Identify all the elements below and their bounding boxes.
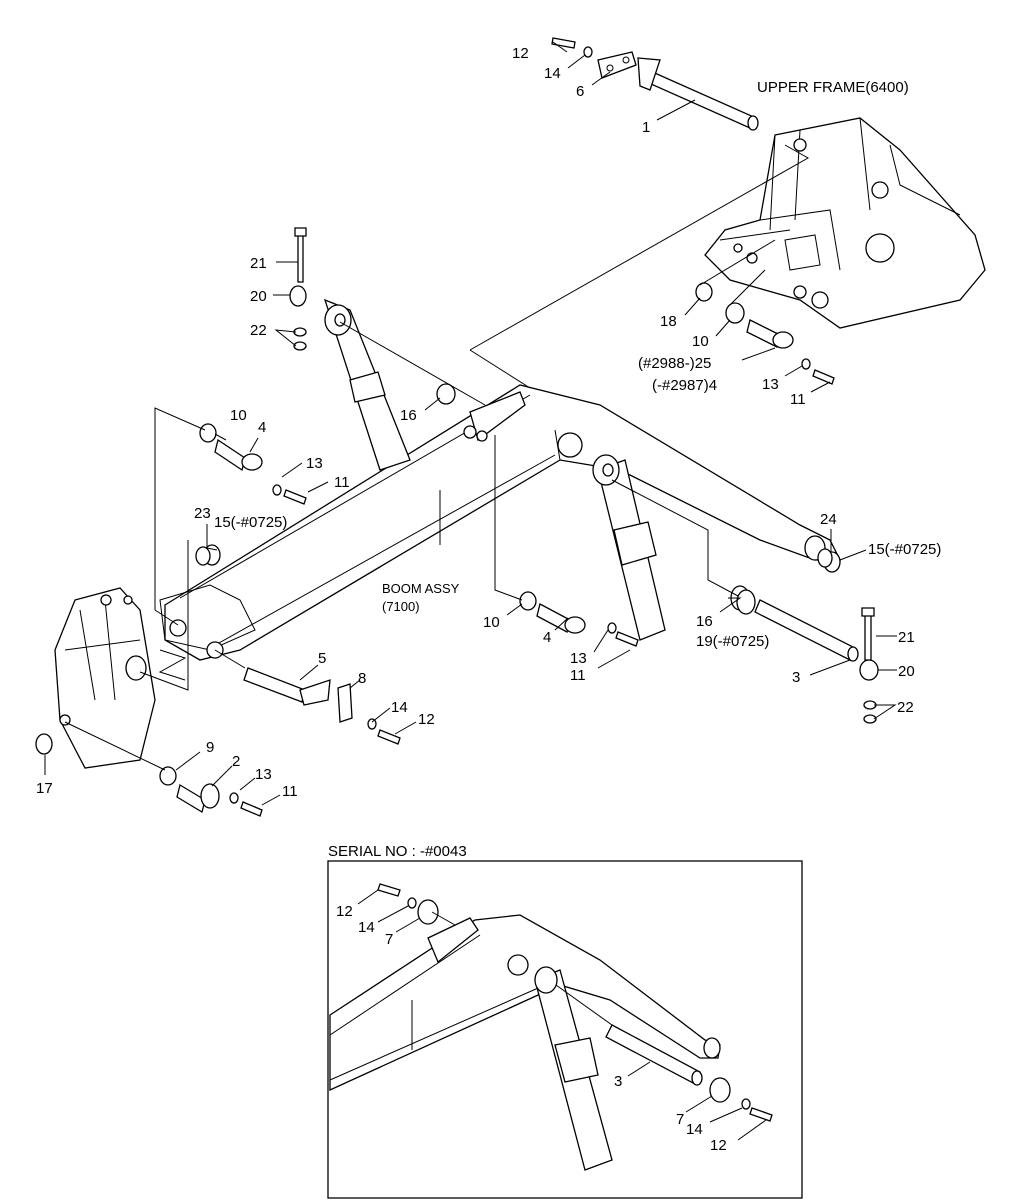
- callout-4-frame: (-#2987)4: [652, 377, 717, 394]
- boom-assy-label: BOOM ASSY: [382, 581, 460, 596]
- callout-12-lower: 12: [418, 711, 435, 728]
- pin-2: [176, 783, 206, 814]
- callout-10-frame: 10: [692, 333, 709, 350]
- inset-callout-7-bottom: 7: [676, 1111, 684, 1128]
- upper-frame: [704, 117, 986, 329]
- boom-cylinder-right: [592, 454, 666, 641]
- callout-12-top: 12: [512, 45, 529, 62]
- pin-5: [243, 667, 306, 703]
- callout-2: 2: [232, 753, 240, 770]
- inset-callout-14-bottom: 14: [686, 1121, 703, 1138]
- inset-leaders: [357, 889, 767, 1141]
- callouts-main: 12 14 6 1 21 20 22 18 10 (#2988-)25 (-#2…: [36, 45, 941, 800]
- washers: [35, 282, 879, 804]
- plate-6: [597, 51, 637, 79]
- callout-22-left: 22: [250, 322, 267, 339]
- callout-16-right: 16: [696, 613, 713, 630]
- pin-4-left: [214, 438, 246, 472]
- callout-13-frame: 13: [762, 376, 779, 393]
- pin-4-center: [536, 603, 571, 633]
- callout-14-lower: 14: [391, 699, 408, 716]
- bolts: [240, 227, 875, 817]
- callout-13-center: 13: [570, 650, 587, 667]
- boom-cylinder-left: [323, 298, 411, 471]
- callout-20-right: 20: [898, 663, 915, 680]
- boom-assy-number: (7100): [382, 599, 420, 614]
- callout-6: 6: [576, 83, 584, 100]
- callout-17: 17: [36, 780, 53, 797]
- callout-22-right: 22: [897, 699, 914, 716]
- callout-3: 3: [792, 669, 800, 686]
- callouts-inset: 12 14 7 3 7 14 12: [336, 903, 727, 1154]
- callout-9: 9: [206, 739, 214, 756]
- callout-15-right: 15(-#0725): [868, 541, 941, 558]
- callout-10-left: 10: [230, 407, 247, 424]
- callout-8: 8: [358, 670, 366, 687]
- callout-11-left: 11: [334, 474, 350, 491]
- callout-1: 1: [642, 119, 650, 136]
- inset-callout-12-bottom: 12: [710, 1137, 727, 1154]
- upper-frame-label: UPPER FRAME(6400): [757, 79, 909, 96]
- callout-16-top: 16: [400, 407, 417, 424]
- callout-15-left: 15(-#0725): [214, 514, 287, 531]
- inset-title: SERIAL NO : -#0043: [328, 843, 467, 860]
- callout-5: 5: [318, 650, 326, 667]
- inset-hardware: [377, 883, 773, 1122]
- callout-11-lower: 11: [282, 783, 298, 800]
- callout-13-left: 13: [306, 455, 323, 472]
- inset-callout-14-top: 14: [358, 919, 375, 936]
- callout-21-left: 21: [250, 255, 267, 272]
- callout-4-center: 4: [543, 629, 551, 646]
- callout-21-right: 21: [898, 629, 915, 646]
- pin-3: [754, 599, 856, 661]
- bolt-12-top: [551, 37, 576, 49]
- plate-8: [337, 683, 353, 723]
- callout-4-left: 4: [258, 419, 266, 436]
- callout-11-center: 11: [570, 667, 586, 684]
- boom-body: [159, 384, 842, 661]
- callout-14-top: 14: [544, 65, 561, 82]
- callout-10-center: 10: [483, 614, 500, 631]
- inset-boom: [329, 914, 721, 1171]
- pin-1: [637, 57, 759, 131]
- assembly-lines: [64, 144, 810, 771]
- callout-13-lower: 13: [255, 766, 272, 783]
- callout-18: 18: [660, 313, 677, 330]
- callout-24: 24: [820, 511, 837, 528]
- inset-callout-12-top: 12: [336, 903, 353, 920]
- callout-25: (#2988-)25: [638, 355, 711, 372]
- inset-callout-3: 3: [614, 1073, 622, 1090]
- callout-23: 23: [194, 505, 211, 522]
- callout-11-frame: 11: [790, 391, 806, 408]
- callout-19: 19(-#0725): [696, 633, 769, 650]
- swing-bracket: [54, 587, 156, 769]
- leader-lines: [44, 41, 897, 806]
- inset-callout-7-top: 7: [385, 931, 393, 948]
- callout-20-left: 20: [250, 288, 267, 305]
- inset-frame: [327, 860, 803, 1199]
